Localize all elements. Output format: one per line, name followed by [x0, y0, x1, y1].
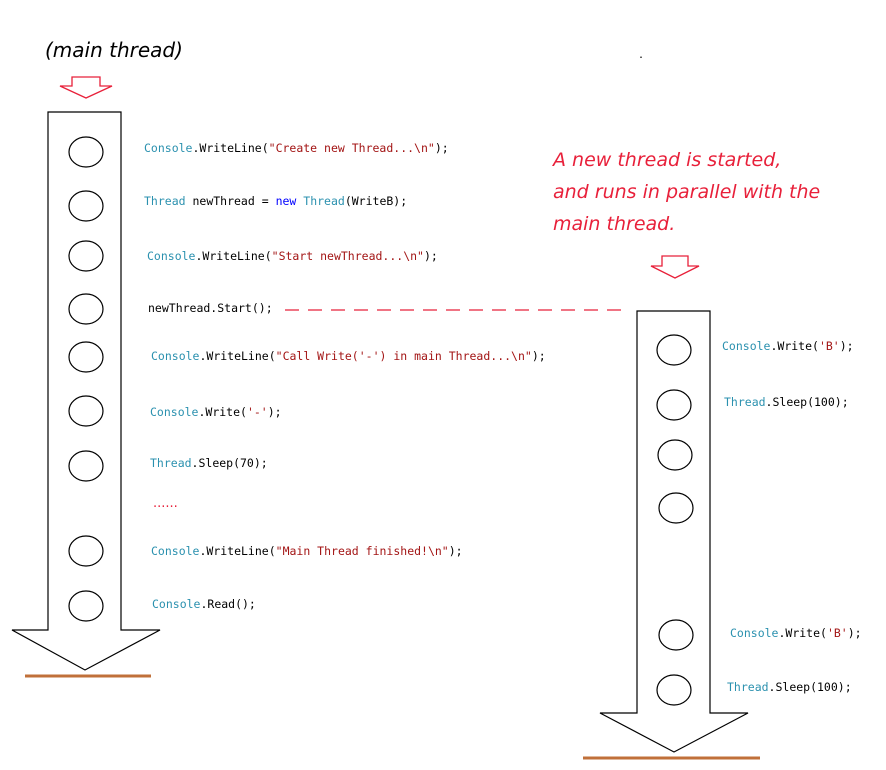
step-marker — [68, 136, 104, 168]
main-code-line: Thread.Sleep(70); — [150, 456, 268, 470]
class-name-token: Console — [722, 339, 771, 353]
string-token: 'B' — [826, 626, 848, 640]
new-thread-steps — [656, 334, 694, 706]
code-token: .WriteLine( — [199, 544, 276, 558]
class-name-token: Thread — [144, 194, 186, 208]
code-token: ); — [267, 405, 282, 419]
ellipsis-marker: ...... — [153, 496, 178, 511]
step-marker — [658, 492, 694, 524]
code-token: newThread = — [185, 194, 276, 208]
code-token: newThread.Start(); — [148, 301, 273, 315]
step-marker — [68, 240, 104, 272]
string-token: "Start newThread...\n" — [271, 249, 424, 263]
main-code-line: Console.Read(); — [152, 597, 256, 611]
main-code-line: Console.WriteLine("Call Write('-') in ma… — [151, 349, 546, 363]
step-marker — [68, 590, 104, 622]
main-code-line: Thread newThread = new Thread(WriteB); — [144, 194, 407, 208]
new-thread-code-line: Thread.Sleep(100); — [724, 395, 849, 409]
main-code-line: Console.WriteLine("Main Thread finished!… — [151, 544, 463, 558]
code-token: ); — [847, 626, 862, 640]
main-code-line: Console.WriteLine("Start newThread...\n"… — [147, 249, 438, 263]
step-marker — [68, 341, 104, 373]
class-name-token: Thread — [724, 395, 766, 409]
class-name-token: Console — [151, 544, 200, 558]
class-name-token: Console — [151, 349, 200, 363]
step-marker — [68, 190, 104, 222]
class-name-token: Thread — [727, 680, 769, 694]
step-marker — [656, 674, 692, 706]
code-token: .Write( — [778, 626, 827, 640]
code-token: .WriteLine( — [195, 249, 272, 263]
code-token: .Write( — [198, 405, 247, 419]
class-name-token: Thread — [303, 194, 345, 208]
code-token: ); — [448, 544, 463, 558]
code-token: ); — [839, 339, 854, 353]
class-name-token: Console — [147, 249, 196, 263]
step-marker — [68, 293, 104, 325]
class-name-token: Thread — [150, 456, 192, 470]
step-marker — [658, 619, 694, 651]
main-code-line: newThread.Start(); — [148, 301, 273, 315]
class-name-token: Console — [730, 626, 779, 640]
new-thread-code-line: Thread.Sleep(100); — [727, 680, 852, 694]
main-code-line: Console.Write('-'); — [150, 405, 282, 419]
string-token: "Main Thread finished!\n" — [275, 544, 449, 558]
annotation-line: main thread. — [553, 213, 676, 235]
main-thread-entry-arrow — [59, 76, 113, 99]
code-token: .Read(); — [200, 597, 256, 611]
annotation-line: and runs in parallel with the — [553, 181, 821, 203]
step-marker — [656, 334, 692, 366]
class-name-token: Console — [144, 141, 193, 155]
code-token: .Sleep(100); — [768, 680, 852, 694]
code-token: ); — [434, 141, 449, 155]
stray-dot: . — [638, 50, 645, 61]
keyword-token: new — [275, 194, 297, 208]
code-token: .Sleep(100); — [765, 395, 849, 409]
class-name-token: Console — [152, 597, 201, 611]
code-token: ); — [531, 349, 546, 363]
code-token: ); — [423, 249, 438, 263]
step-marker — [656, 389, 692, 421]
code-token: .WriteLine( — [192, 141, 269, 155]
string-token: "Create new Thread...\n" — [268, 141, 435, 155]
class-name-token: Console — [150, 405, 199, 419]
string-token: 'B' — [818, 339, 840, 353]
new-thread-arrow — [599, 310, 749, 753]
step-marker — [68, 450, 104, 482]
main-thread-title: (main thread) — [45, 38, 183, 62]
annotation-line: A new thread is started, — [553, 149, 782, 171]
string-token: '-' — [246, 405, 268, 419]
main-thread-steps — [68, 136, 104, 622]
new-thread-annotation: A new thread is started, and runs in par… — [553, 144, 873, 240]
code-token: .Sleep(70); — [191, 456, 268, 470]
code-token: (WriteB); — [344, 194, 408, 208]
main-code-line: Console.WriteLine("Create new Thread...\… — [144, 141, 449, 155]
new-thread-entry-arrow — [650, 255, 700, 279]
step-marker — [657, 439, 693, 471]
code-token: .Write( — [770, 339, 819, 353]
code-token: .WriteLine( — [199, 349, 276, 363]
step-marker — [68, 395, 104, 427]
step-marker — [68, 535, 104, 567]
string-token: "Call Write('-') in main Thread...\n" — [275, 349, 532, 363]
main-thread-arrow — [11, 111, 161, 671]
new-thread-code-line: Console.Write('B'); — [730, 626, 862, 640]
new-thread-code-line: Console.Write('B'); — [722, 339, 854, 353]
